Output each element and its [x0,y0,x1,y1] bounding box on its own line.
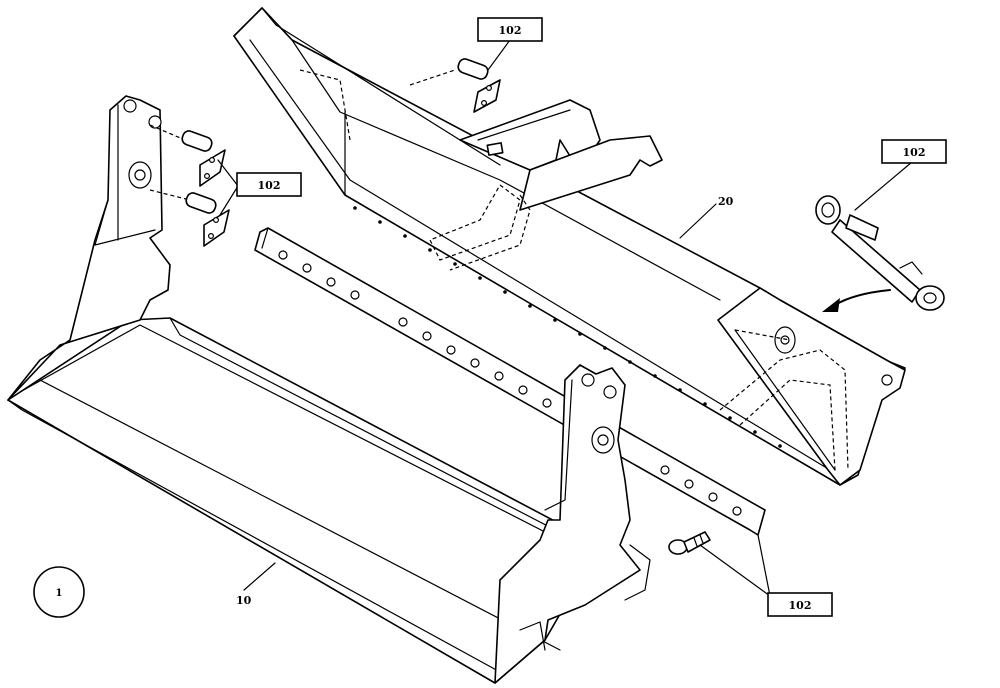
frame-assembly [233,7,906,486]
callout-label: 102 [903,146,926,159]
sheet-number-badge: 1 [33,566,85,618]
frame-label: 20 [718,195,734,208]
callout-bracket-pin-top: 102 [477,17,543,42]
callout-label: 102 [789,599,812,612]
callout-cylinder: 102 [881,139,947,164]
callout-label: 102 [499,24,522,37]
bucket-assembly [7,95,651,684]
sheet-number: 1 [56,588,63,599]
hydraulic-cylinder [815,195,945,311]
bucket-label: 10 [236,594,252,607]
callout-cutting-edge-bolt: 102 [767,592,833,617]
direction-arrow [822,289,891,312]
callout-side-pins: 102 [236,172,302,197]
leader-lines [217,39,913,597]
cutting-edge-bolt [668,531,711,555]
callout-label: 102 [258,179,281,192]
bracket-pin-top [409,58,501,113]
